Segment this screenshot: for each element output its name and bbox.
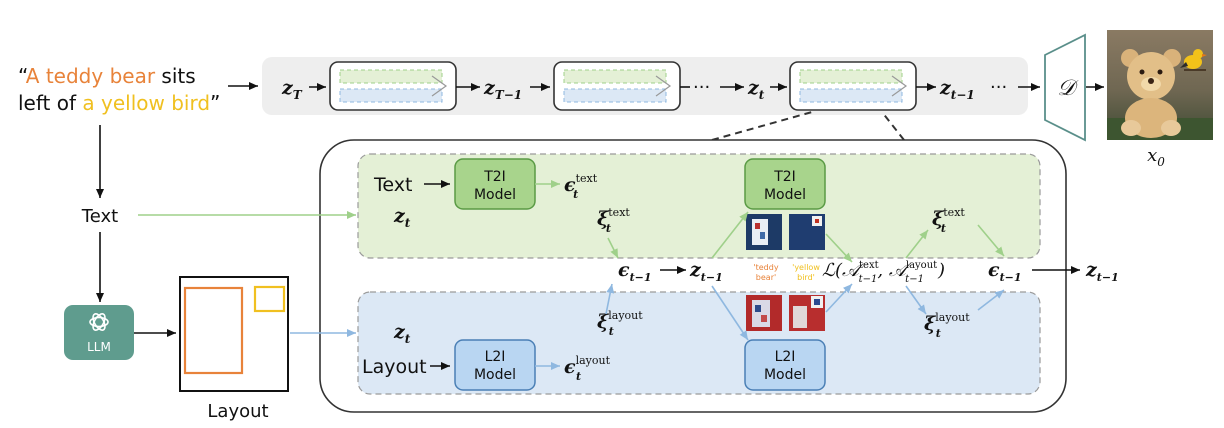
denoise-block-2 — [553, 61, 681, 111]
l2i-model-1-line2: Model — [474, 367, 516, 383]
t2i-model-1-line1: T2I — [483, 169, 506, 185]
openai-icon — [89, 313, 109, 331]
z-T: zT — [281, 77, 303, 102]
llm-label: LLM — [87, 340, 111, 354]
decoder-label: 𝒟 — [1057, 76, 1079, 101]
text-branch-z-t: zt — [393, 205, 411, 230]
z-T-minus-1: zT−1 — [483, 77, 522, 102]
layout-branch-input-label: Layout — [362, 356, 427, 378]
z-t-top: zt — [747, 77, 765, 102]
arrow-zmid-to-t2i-2 — [711, 211, 749, 259]
arrow-xi-text-down — [607, 237, 619, 259]
dots-1: ··· — [693, 77, 710, 98]
generated-image — [1107, 30, 1213, 140]
t2i-model-box-2 — [744, 158, 826, 210]
token-bird-line1: 'yellow — [792, 263, 820, 272]
eps-t-minus-1-out: ϵt−1 — [988, 259, 1022, 284]
l2i-model-2-line1: L2I — [775, 349, 796, 365]
zoom-line-left — [711, 111, 813, 141]
token-bird-line2: bird' — [797, 273, 815, 282]
text-attention-map-bird — [789, 214, 825, 250]
layout-attention-map-teddy — [746, 295, 782, 331]
z-t-minus-1-mid: zt−1 — [689, 259, 723, 284]
arrow-loss-to-xi-text2 — [905, 229, 929, 259]
t2i-model-2-line2: Model — [764, 187, 806, 203]
llm-box — [64, 305, 134, 360]
layout-box-teddy — [183, 286, 244, 375]
t2i-model-1-line2: Model — [474, 187, 516, 203]
eps-t-minus-1-in: ϵt−1 — [618, 259, 652, 284]
text-attention-map-teddy — [746, 214, 782, 250]
token-teddy-line2: bear' — [756, 273, 776, 282]
left-text-label: Text — [81, 206, 118, 227]
arrow-xi-layout2-up — [977, 289, 1005, 311]
denoise-block-3 — [789, 61, 917, 111]
t2i-model-2-line1: T2I — [773, 169, 796, 185]
decoder-trapezoid — [1044, 33, 1086, 142]
arrow-xi-layout-up — [605, 283, 615, 315]
x0-label: x0 — [1147, 145, 1165, 169]
denoise-block-1 — [329, 61, 457, 111]
l2i-model-2-line2: Model — [764, 367, 806, 383]
arrow-layout-maps-to-loss — [825, 283, 853, 313]
l2i-model-1-line1: L2I — [485, 349, 506, 365]
prompt-line-2: left of a yellow bird” — [18, 91, 220, 115]
layout-attention-map-bird — [789, 295, 825, 331]
l2i-model-box-2 — [744, 339, 826, 391]
arrow-xi-text2-down — [977, 224, 1005, 257]
arrow-text-maps-to-loss — [825, 233, 853, 263]
arrow-loss-to-xi-layout2 — [905, 285, 927, 315]
layout-branch-z-t: zt — [393, 321, 411, 346]
zoom-line-right — [881, 111, 905, 141]
prompt-line-1: “A teddy bear sits — [18, 64, 196, 88]
text-branch-input-label: Text — [373, 174, 412, 196]
dots-2: ··· — [990, 77, 1007, 98]
z-t-minus-1-top: zt−1 — [939, 77, 975, 102]
arrow-zmid-to-l2i-2 — [711, 285, 749, 341]
layout-caption: Layout — [207, 401, 268, 422]
z-t-minus-1-out: zt−1 — [1085, 259, 1119, 284]
layout-box-bird — [253, 285, 286, 313]
l2i-model-box-1 — [454, 339, 536, 391]
token-teddy-line1: 'teddy — [753, 263, 778, 272]
